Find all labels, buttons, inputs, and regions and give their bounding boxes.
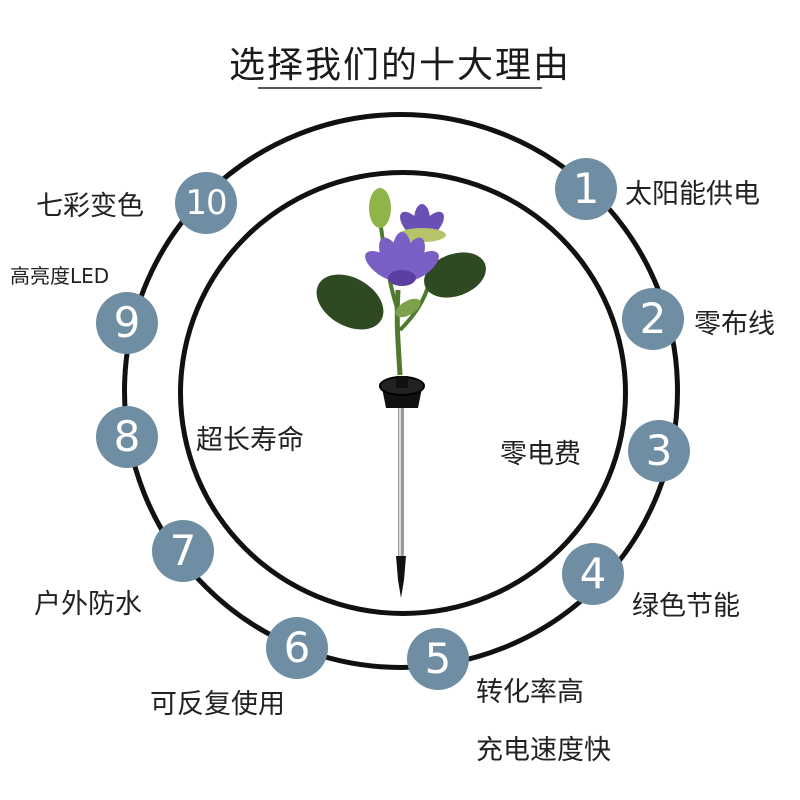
reason-label-3: 零电费 xyxy=(500,439,581,470)
reason-label-2: 零布线 xyxy=(694,309,775,340)
title-underline xyxy=(258,87,542,89)
reason-badge-2: 2 xyxy=(622,288,684,350)
reason-label-4: 绿色节能 xyxy=(632,591,740,622)
reason-badge-7: 7 xyxy=(152,520,214,582)
reason-label-1: 太阳能供电 xyxy=(625,179,760,210)
reason-badge-8: 8 xyxy=(96,406,158,468)
reason-badge-10: 10 xyxy=(175,172,237,234)
reason-badge-4: 4 xyxy=(562,543,624,605)
solar-flower-stake-illustration xyxy=(316,188,486,598)
inner-ring xyxy=(178,170,628,616)
reason-label-7: 户外防水 xyxy=(34,589,142,620)
reason-badge-9: 9 xyxy=(96,292,158,354)
reason-badge-5: 5 xyxy=(407,628,469,690)
reason-label-9: 高亮度LED xyxy=(10,264,110,288)
page-title: 选择我们的十大理由 xyxy=(228,45,571,86)
reason-badge-3: 3 xyxy=(628,420,690,482)
reason-label-5-secondary: 充电速度快 xyxy=(476,735,611,766)
reason-badge-6: 6 xyxy=(266,617,328,679)
outer-ring xyxy=(122,112,680,670)
reason-label-8: 超长寿命 xyxy=(196,425,304,456)
reason-label-5: 转化率高 xyxy=(476,677,584,708)
reason-label-10: 七彩变色 xyxy=(36,191,144,222)
reason-label-6: 可反复使用 xyxy=(150,689,285,720)
reason-badge-1: 1 xyxy=(555,158,617,220)
